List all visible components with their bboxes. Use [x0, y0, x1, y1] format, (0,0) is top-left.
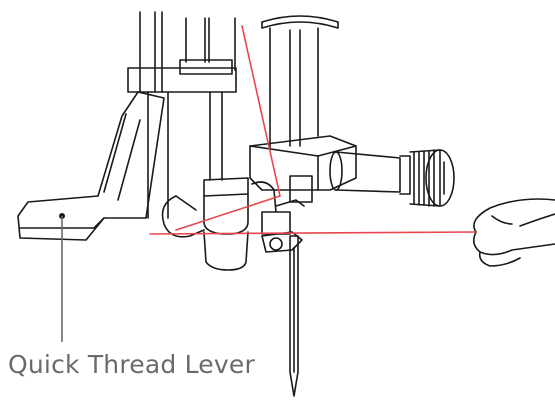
presser-bar	[139, 11, 236, 93]
thumb-screw	[329, 149, 455, 207]
threader-lever	[17, 91, 165, 241]
presser-foot-bracket	[127, 59, 237, 219]
threader-hook	[161, 177, 305, 271]
quick-thread-lever-label: Quick Thread Lever	[8, 350, 255, 379]
thread	[149, 25, 477, 235]
needle-bar	[261, 15, 339, 151]
needle-clamp	[249, 135, 357, 203]
hand	[472, 198, 555, 267]
needle	[289, 235, 299, 397]
